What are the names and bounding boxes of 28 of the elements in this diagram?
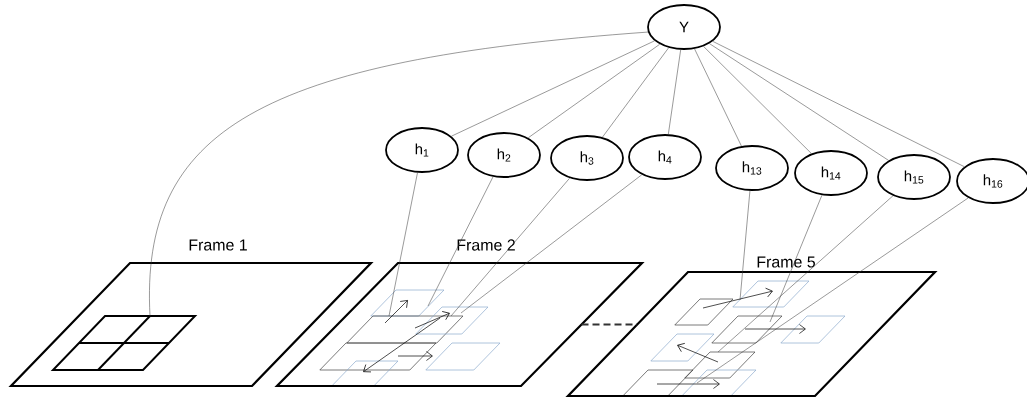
node-label: Frame 2 [457,239,515,251]
connector-line [528,44,660,138]
connector-line [427,176,494,307]
ellipse-node: h$_{13}$ [715,145,789,191]
connector-line [696,197,969,384]
connector-line [451,40,655,137]
connector-line [712,41,965,167]
connector-line [703,46,812,154]
connector-line [769,194,823,323]
connector-line [460,174,642,314]
ellipse-node: Y [647,4,721,50]
node-label: Frame 5 [757,256,815,268]
connector-line [739,190,751,301]
ellipse-node: h$_{15}$ [877,154,951,200]
connector-line [450,177,570,317]
connector-line [668,49,681,135]
connector-line [709,43,889,161]
connector-line [388,172,418,317]
ellipse-node: h$_{1}$ [385,127,459,173]
ellipse-node: h$_{4}$ [628,134,702,180]
ellipse-node: h$_{2}$ [467,132,541,178]
ellipse-node: h$_{14}$ [794,150,868,196]
connector-line [602,47,669,138]
connector-line [694,48,742,147]
connector-line [717,195,894,353]
node-label: Frame 1 [189,239,247,251]
connector-line [149,31,649,317]
ellipse-node: h$_{3}$ [550,135,624,181]
